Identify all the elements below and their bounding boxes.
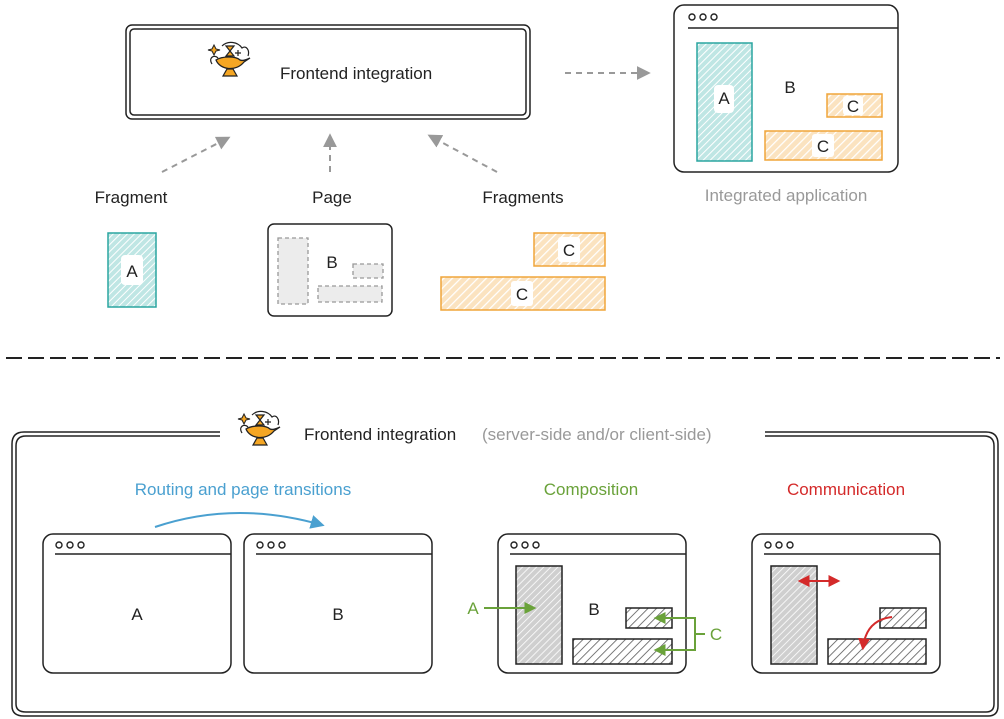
routing-page-b: B bbox=[243, 533, 433, 674]
app-b-label: B bbox=[784, 78, 795, 97]
page-b: B bbox=[267, 223, 393, 317]
bottom-frame bbox=[11, 431, 999, 717]
routing-title: Routing and page transitions bbox=[135, 480, 351, 499]
fragment-c-small-label: C bbox=[563, 241, 575, 260]
fragment-label: Fragment bbox=[95, 188, 168, 207]
routing-page-a: A bbox=[42, 533, 232, 674]
communication-window bbox=[751, 533, 941, 674]
fragment-a-label: A bbox=[126, 262, 138, 281]
routing-arrow bbox=[154, 512, 325, 529]
composition-window: B A C bbox=[467, 533, 722, 674]
composition-title: Composition bbox=[544, 480, 639, 499]
bottom-header-title: Frontend integration bbox=[304, 425, 456, 444]
fragment-c-wide: C bbox=[440, 276, 606, 311]
app-a-label: A bbox=[718, 89, 730, 108]
integration-box: Frontend integration bbox=[125, 24, 531, 120]
page-b-label: B bbox=[326, 253, 337, 272]
composition-c-label: C bbox=[710, 625, 722, 644]
bottom-header-subtitle: (server-side and/or client-side) bbox=[482, 425, 712, 444]
app-c2-label: C bbox=[817, 137, 829, 156]
composition-a-label: A bbox=[467, 599, 479, 618]
communication-title: Communication bbox=[787, 480, 905, 499]
fragment-c-small: C bbox=[533, 232, 606, 267]
composition-b-label: B bbox=[588, 600, 599, 619]
app-c1-label: C bbox=[847, 97, 859, 116]
composition-c-bracket bbox=[686, 617, 696, 651]
magic-lamp-icon bbox=[237, 410, 281, 446]
integration-box-title: Frontend integration bbox=[280, 64, 432, 83]
routing-page-a-label: A bbox=[131, 605, 143, 624]
routing-page-b-label: B bbox=[332, 605, 343, 624]
fragment-a: A bbox=[107, 232, 157, 308]
page-label: Page bbox=[312, 188, 352, 207]
fragment-c-wide-label: C bbox=[516, 285, 528, 304]
magic-lamp-icon bbox=[207, 41, 251, 77]
fragment-arrow bbox=[161, 136, 231, 173]
integrated-app-window: A B C C bbox=[673, 4, 899, 173]
integrated-app-caption: Integrated application bbox=[705, 186, 868, 205]
communication-event-arrow bbox=[858, 616, 893, 651]
fragments-label: Fragments bbox=[482, 188, 563, 207]
fragments-arrow bbox=[427, 134, 498, 173]
